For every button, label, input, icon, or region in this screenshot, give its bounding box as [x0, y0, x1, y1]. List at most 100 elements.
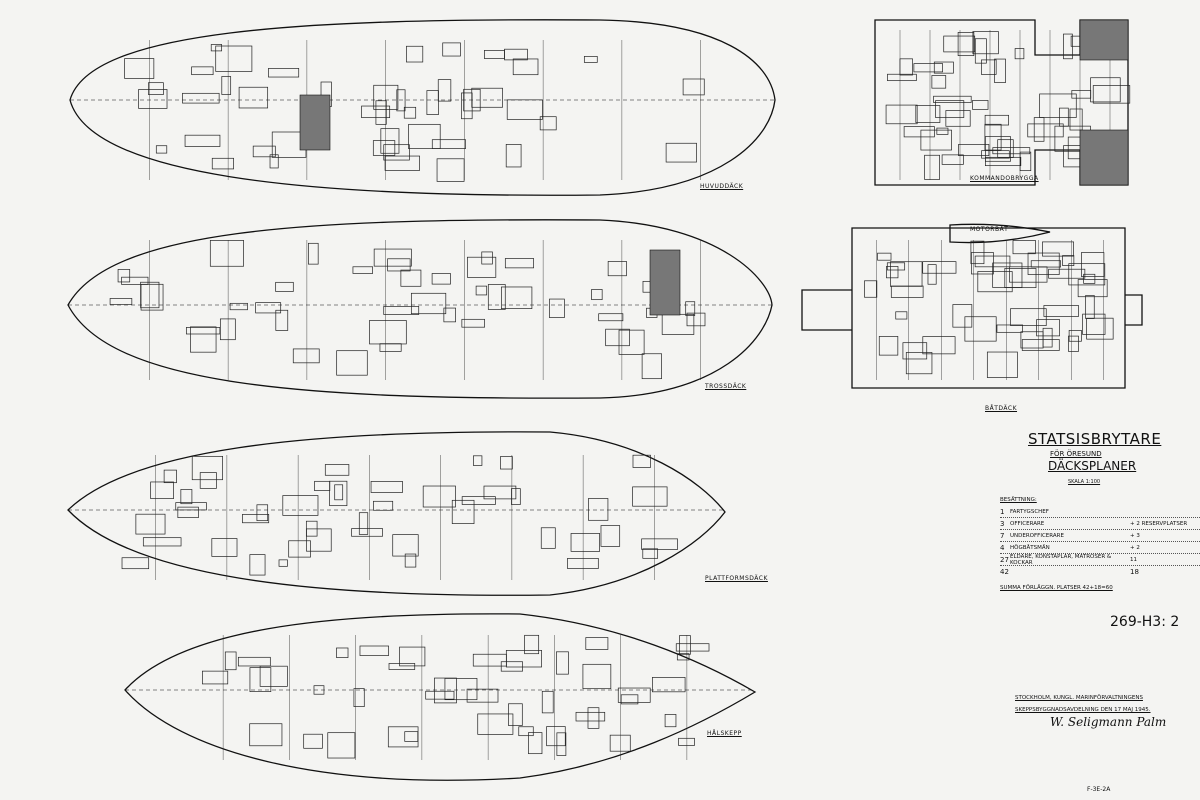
room-outline	[278, 559, 288, 567]
room-outline	[598, 313, 624, 322]
room-outline	[556, 651, 569, 675]
room-outline	[505, 650, 542, 668]
room-outline	[437, 79, 452, 102]
room-outline	[1030, 260, 1061, 268]
room-outline	[583, 56, 598, 63]
room-outline	[185, 327, 221, 335]
room-outline	[219, 318, 236, 341]
label-motor-boat: MOTORBÅT	[970, 226, 1009, 233]
room-outline	[481, 251, 493, 265]
room-outline	[927, 264, 937, 285]
room-outline	[899, 58, 913, 76]
label-hold: HÅLSKEPP	[707, 730, 742, 737]
title: STATSISBRYTARE	[1028, 430, 1162, 448]
room-outline	[369, 320, 407, 345]
room-outline	[974, 38, 987, 64]
room-outline	[504, 258, 534, 269]
room-outline	[403, 106, 417, 119]
room-outline	[878, 336, 899, 356]
room-outline	[1036, 319, 1060, 337]
room-outline	[1039, 93, 1077, 118]
crew-count: 4	[1000, 543, 1005, 552]
room-outline	[191, 66, 214, 76]
room-outline	[1062, 255, 1075, 266]
room-outline	[408, 123, 441, 149]
room-outline	[471, 87, 503, 108]
room-outline	[620, 694, 639, 705]
room-outline	[981, 59, 997, 75]
room-outline	[902, 342, 928, 360]
room-outline	[472, 653, 507, 667]
room-outline	[1021, 339, 1060, 351]
room-outline	[352, 266, 373, 274]
room-outline	[977, 271, 1013, 293]
room-outline	[972, 31, 999, 55]
room-outline	[191, 455, 223, 481]
room-outline	[922, 261, 957, 274]
room-outline	[259, 665, 288, 687]
room-outline	[373, 500, 394, 511]
room-outline	[224, 651, 237, 671]
room-outline	[388, 663, 416, 670]
crew-count: 1	[1000, 507, 1005, 516]
room-outline	[1068, 330, 1082, 342]
room-outline	[952, 304, 973, 328]
room-outline	[461, 496, 496, 505]
room-outline	[1020, 331, 1044, 349]
room-outline	[1090, 77, 1121, 103]
room-outline	[1071, 90, 1092, 99]
room-outline	[913, 63, 943, 73]
room-outline	[431, 139, 466, 149]
room-outline	[431, 273, 451, 285]
room-outline	[303, 733, 323, 749]
room-outline	[524, 634, 540, 655]
room-outline	[981, 150, 1010, 159]
room-outline	[600, 525, 621, 547]
room-outline	[150, 481, 174, 499]
crew-reserve: + 2	[1130, 544, 1140, 551]
crew-heading: BESÄTTNING:	[1000, 497, 1037, 503]
room-outline	[1012, 240, 1036, 255]
room-outline	[986, 351, 1018, 378]
reserve-total: 18	[1130, 568, 1139, 576]
room-outline	[887, 73, 917, 82]
platform-deck-hull	[67, 431, 726, 596]
room-outline	[282, 495, 319, 516]
room-outline	[461, 92, 473, 120]
room-outline	[1092, 85, 1131, 104]
room-outline	[570, 533, 600, 552]
room-outline	[924, 154, 940, 180]
room-outline	[256, 504, 269, 522]
room-outline	[358, 512, 369, 535]
room-outline	[641, 538, 678, 550]
room-outline	[575, 711, 606, 722]
room-outline	[370, 481, 403, 493]
room-outline	[957, 32, 975, 57]
heading: DÄCKSPLANER	[1048, 459, 1137, 473]
room-outline	[585, 637, 609, 650]
room-outline	[936, 127, 949, 135]
crew-role: FARTYGSCHEF	[1010, 508, 1049, 515]
room-outline	[308, 242, 319, 265]
room-outline	[473, 455, 483, 466]
crew-reserve: + 3	[1130, 532, 1140, 539]
room-outline	[567, 558, 599, 569]
room-outline	[375, 100, 387, 125]
crew-total: 42	[1000, 568, 1009, 576]
room-outline	[500, 661, 523, 672]
room-outline	[582, 663, 612, 690]
room-outline	[334, 484, 344, 501]
crew-role: HÖGBÅTSMÄN	[1010, 544, 1050, 551]
crew-role: UNDEROFFICERARE	[1010, 532, 1064, 539]
room-outline	[249, 554, 266, 576]
room-outline	[920, 129, 952, 151]
room-outline	[665, 142, 697, 163]
room-outline	[1014, 48, 1025, 60]
bridge-shaded-area-2	[1079, 129, 1129, 186]
room-outline	[1027, 123, 1064, 138]
room-outline	[180, 489, 193, 505]
room-outline	[163, 469, 177, 484]
